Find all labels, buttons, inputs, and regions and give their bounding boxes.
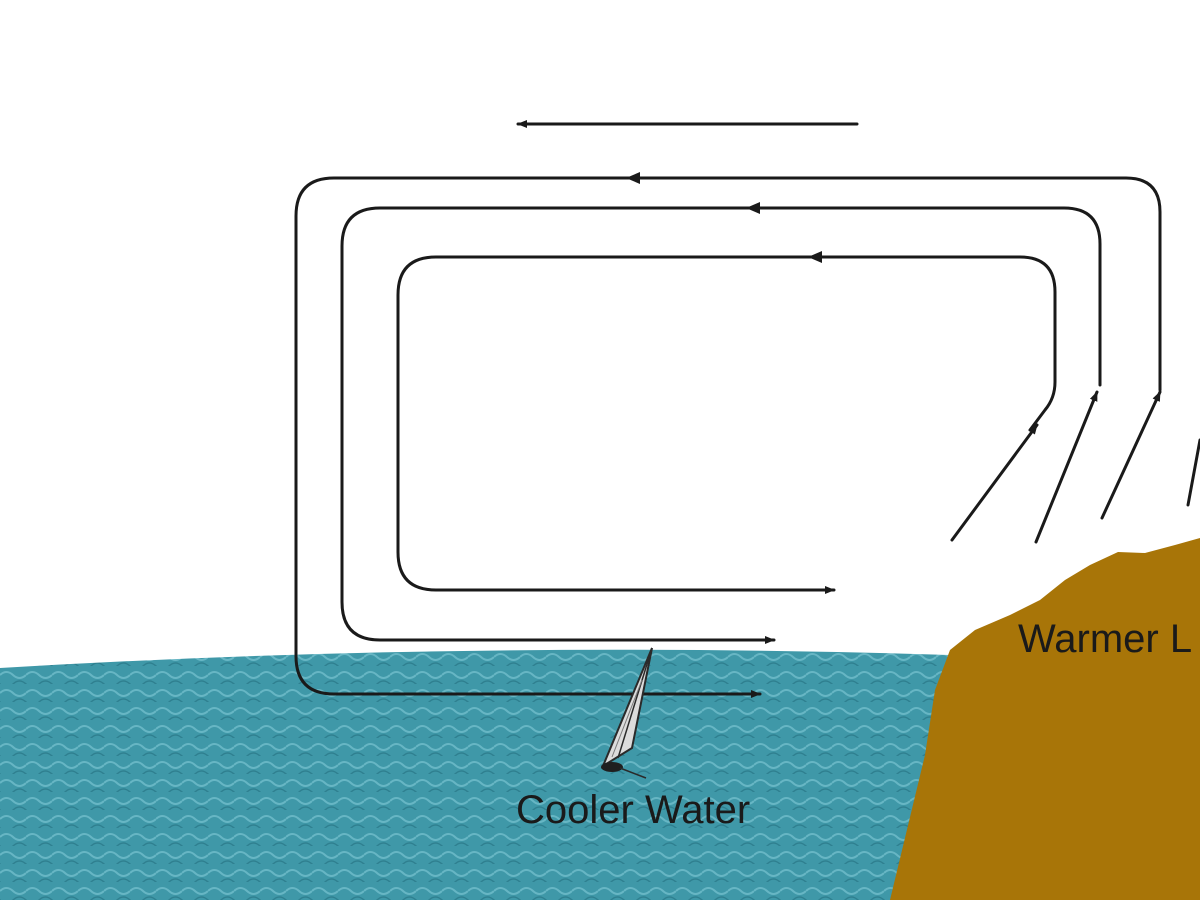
sailboat (600, 647, 653, 779)
rising-air-arrow-3 (1100, 390, 1162, 520)
inner-circulation-arrow (396, 255, 1057, 594)
land-mass (890, 538, 1200, 900)
outer-circulation-arrow (294, 176, 1162, 698)
rising-air-arrow-2 (1034, 390, 1099, 544)
outer-loop-direction-marker (626, 172, 640, 184)
rising-air-arrow-4 (1186, 438, 1200, 507)
inner-loop-direction-marker (808, 251, 822, 263)
rising-air-arrow-1 (950, 423, 1039, 542)
middle-loop-direction-marker (746, 202, 760, 214)
cooler-water-label: Cooler Water (516, 788, 750, 832)
warmer-land-label: Warmer L (1018, 617, 1192, 661)
middle-circulation-arrow (340, 206, 1102, 644)
sea-surface (0, 649, 950, 900)
